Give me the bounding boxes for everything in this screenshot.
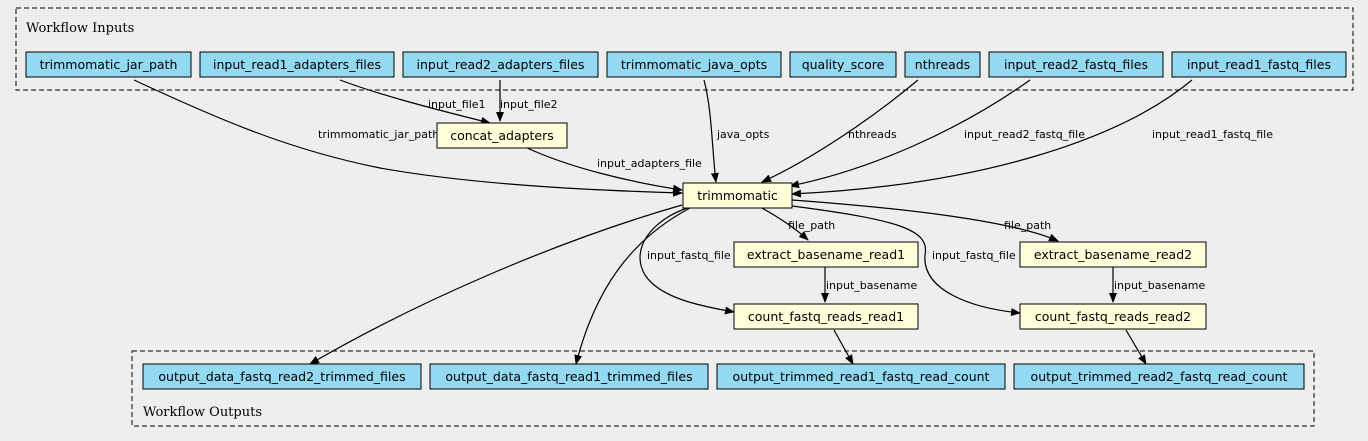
svg-text:input_read2_fastq_files: input_read2_fastq_files	[1004, 57, 1148, 72]
edge-label-input-fastq-file-2: input_fastq_file	[932, 249, 1016, 262]
node-trimmomatic-java-opts[interactable]: trimmomatic_java_opts	[606, 51, 782, 78]
node-quality-score[interactable]: quality_score	[789, 51, 897, 78]
node-nthreads[interactable]: nthreads	[904, 51, 981, 78]
node-output-data-fastq-read2-trimmed-files[interactable]: output_data_fastq_read2_trimmed_files	[142, 363, 422, 390]
edge-count1-to-output-read1-count	[833, 329, 854, 365]
edge-label-file-path-1: file_path	[788, 219, 835, 232]
node-count-fastq-reads-read1[interactable]: count_fastq_reads_read1	[733, 303, 919, 330]
node-trimmomatic[interactable]: trimmomatic	[682, 182, 793, 209]
svg-text:extract_basename_read1: extract_basename_read1	[747, 247, 905, 262]
output-nodes: output_data_fastq_read2_trimmed_files ou…	[142, 363, 1305, 390]
svg-text:quality_score: quality_score	[802, 57, 885, 72]
svg-text:output_data_fastq_read1_trimme: output_data_fastq_read1_trimmed_files	[445, 369, 692, 384]
edge-label-input-read1-fastq-file: input_read1_fastq_file	[1152, 128, 1273, 141]
edge-read1-fastq-to-trimmomatic	[791, 79, 1193, 198]
edge-labels: trimmomatic_jar_path input_file1 input_f…	[318, 98, 1273, 292]
node-output-trimmed-read2-fastq-read-count[interactable]: output_trimmed_read2_fastq_read_count	[1013, 363, 1305, 390]
svg-text:extract_basename_read2: extract_basename_read2	[1034, 247, 1192, 262]
edge-label-trimmomatic-jar-path: trimmomatic_jar_path	[318, 128, 439, 141]
svg-text:trimmomatic: trimmomatic	[697, 188, 778, 203]
edge-trimmomatic-to-extract1	[759, 206, 809, 241]
node-output-data-fastq-read1-trimmed-files[interactable]: output_data_fastq_read1_trimmed_files	[429, 363, 709, 390]
node-input-read2-fastq-files[interactable]: input_read2_fastq_files	[988, 51, 1164, 78]
workflow-outputs-label: Workflow Outputs	[143, 405, 262, 420]
edge-label-input-basename-2: input_basename	[1114, 279, 1205, 292]
workflow-inputs-cluster: Workflow Inputs	[15, 7, 1354, 91]
edge-label-nthreads: nthreads	[848, 128, 897, 141]
node-input-read1-adapters-files[interactable]: input_read1_adapters_files	[199, 51, 395, 78]
edge-concat-to-trimmomatic	[524, 146, 683, 193]
edge-trimmomatic-to-count2	[791, 205, 1021, 317]
svg-text:nthreads: nthreads	[915, 57, 970, 72]
edges	[133, 79, 1193, 365]
edge-label-java-opts: java_opts	[716, 128, 770, 141]
edge-read2-fastq-to-trimmomatic	[789, 79, 1031, 189]
node-concat-adapters[interactable]: concat_adapters	[436, 122, 568, 149]
svg-text:concat_adapters: concat_adapters	[450, 128, 554, 143]
edge-label-input-read2-fastq-file: input_read2_fastq_file	[964, 128, 1085, 141]
svg-text:input_read1_adapters_files: input_read1_adapters_files	[213, 57, 381, 72]
svg-text:trimmomatic_jar_path: trimmomatic_jar_path	[40, 57, 178, 72]
node-trimmomatic-jar-path[interactable]: trimmomatic_jar_path	[25, 51, 192, 78]
edge-trimmomatic-to-output-read1-trimmed	[574, 207, 691, 365]
node-input-read1-fastq-files[interactable]: input_read1_fastq_files	[1171, 51, 1347, 78]
edge-count2-to-output-read2-count	[1125, 329, 1147, 365]
svg-text:input_read2_adapters_files: input_read2_adapters_files	[417, 57, 585, 72]
edge-label-input-basename-1: input_basename	[826, 279, 917, 292]
edge-label-input-file1: input_file1	[428, 98, 486, 111]
edge-jar-path-to-trimmomatic	[133, 79, 683, 197]
workflow-inputs-label: Workflow Inputs	[26, 21, 134, 36]
svg-text:output_trimmed_read2_fastq_rea: output_trimmed_read2_fastq_read_count	[1031, 369, 1288, 384]
svg-text:output_trimmed_read1_fastq_rea: output_trimmed_read1_fastq_read_count	[733, 369, 990, 384]
edge-read1-adapters-to-concat	[339, 79, 491, 125]
svg-text:trimmomatic_java_opts: trimmomatic_java_opts	[621, 57, 767, 72]
node-output-trimmed-read1-fastq-read-count[interactable]: output_trimmed_read1_fastq_read_count	[716, 363, 1006, 390]
node-input-read2-adapters-files[interactable]: input_read2_adapters_files	[402, 51, 599, 78]
svg-text:input_read1_fastq_files: input_read1_fastq_files	[1187, 57, 1331, 72]
node-count-fastq-reads-read2[interactable]: count_fastq_reads_read2	[1019, 303, 1207, 330]
svg-text:count_fastq_reads_read1: count_fastq_reads_read1	[748, 309, 904, 324]
workflow-outputs-cluster: Workflow Outputs	[131, 350, 1315, 427]
task-nodes: concat_adapters trimmomatic extract_base…	[436, 122, 1207, 330]
edge-label-file-path-2: file_path	[1004, 219, 1051, 232]
svg-text:output_data_fastq_read2_trimme: output_data_fastq_read2_trimmed_files	[158, 369, 405, 384]
edge-trimmomatic-to-output-read2-trimmed	[309, 204, 683, 365]
edge-trimmomatic-to-count1	[639, 206, 735, 315]
svg-text:count_fastq_reads_read2: count_fastq_reads_read2	[1035, 309, 1191, 324]
edge-label-input-adapters-file: input_adapters_file	[597, 157, 702, 170]
edge-trimmomatic-to-extract2	[791, 199, 1059, 242]
node-extract-basename-read1[interactable]: extract_basename_read1	[733, 241, 919, 268]
edge-nthreads-to-trimmomatic	[761, 79, 919, 183]
input-nodes: trimmomatic_jar_path input_read1_adapter…	[25, 51, 1347, 78]
edge-label-input-fastq-file-1: input_fastq_file	[647, 249, 731, 262]
edge-java-opts-to-trimmomatic	[703, 79, 719, 183]
edge-label-input-file2: input_file2	[500, 98, 558, 111]
node-extract-basename-read2[interactable]: extract_basename_read2	[1019, 241, 1207, 268]
